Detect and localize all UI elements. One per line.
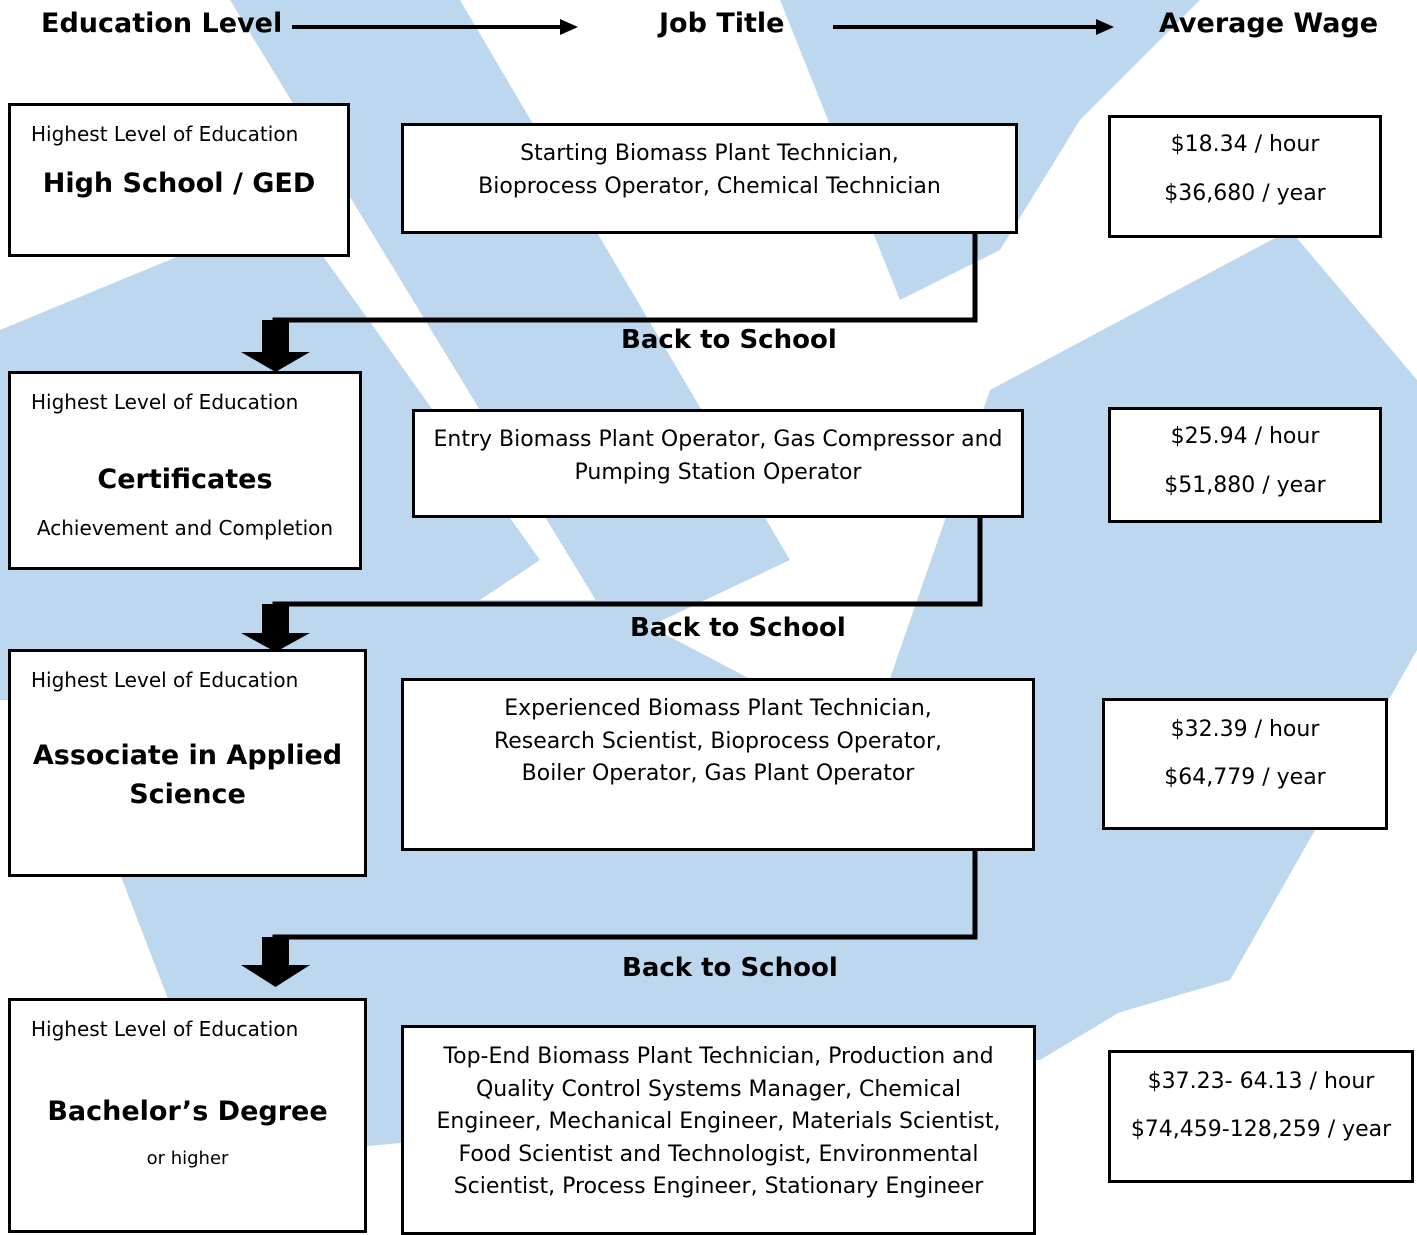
- back-to-school-label-2: Back to School: [630, 613, 846, 643]
- education-box-label: Highest Level of Education: [31, 390, 299, 414]
- education-level-title: Certificates: [97, 464, 273, 495]
- education-box-bachelors: Highest Level of Education Bachelor’s De…: [8, 998, 367, 1233]
- education-box-associate: Highest Level of Education Associate in …: [8, 649, 367, 877]
- job-titles: Starting Biomass Plant Technician, Biopr…: [478, 141, 941, 199]
- job-box-level-4: Top-End Biomass Plant Technician, Produc…: [401, 1025, 1036, 1235]
- header-job-title: Job Title: [659, 8, 785, 39]
- education-box-label: Highest Level of Education: [31, 668, 299, 692]
- header-arrow-1: [292, 19, 578, 35]
- education-box-label: Highest Level of Education: [31, 1017, 299, 1041]
- education-level-subtitle: Achievement and Completion: [36, 516, 334, 540]
- header-arrow-2: [833, 19, 1114, 35]
- education-level-title: Associate in Applied Science: [32, 740, 343, 810]
- wage-hourly: $32.39 / hour: [1170, 717, 1320, 742]
- wage-hourly: $18.34 / hour: [1170, 132, 1320, 157]
- wage-yearly: $36,680 / year: [1164, 181, 1326, 206]
- job-box-level-1: Starting Biomass Plant Technician, Biopr…: [401, 123, 1018, 234]
- wage-yearly: $74,459-128,259 / year: [1130, 1117, 1392, 1142]
- wage-yearly: $64,779 / year: [1164, 765, 1326, 790]
- education-box-label: Highest Level of Education: [31, 122, 299, 146]
- education-level-title: Bachelor’s Degree: [47, 1096, 328, 1127]
- wage-box-level-4: $37.23- 64.13 / hour $74,459-128,259 / y…: [1108, 1050, 1414, 1183]
- education-box-certificates: Highest Level of Education Certificates …: [8, 371, 362, 570]
- education-level-subtitle: or higher: [146, 1148, 229, 1169]
- job-titles: Top-End Biomass Plant Technician, Produc…: [436, 1044, 1001, 1199]
- education-box-high-school: Highest Level of Education High School /…: [8, 103, 350, 257]
- back-to-school-label-3: Back to School: [622, 953, 838, 983]
- job-box-level-3: Experienced Biomass Plant Technician, Re…: [401, 678, 1035, 851]
- back-to-school-label-1: Back to School: [621, 325, 837, 355]
- job-titles: Experienced Biomass Plant Technician, Re…: [493, 696, 943, 786]
- wage-box-level-1: $18.34 / hour $36,680 / year: [1108, 115, 1382, 238]
- education-level-title: High School / GED: [42, 168, 316, 199]
- job-box-level-2: Entry Biomass Plant Operator, Gas Compre…: [412, 409, 1024, 518]
- wage-hourly: $25.94 / hour: [1170, 424, 1320, 449]
- header-average-wage: Average Wage: [1159, 8, 1379, 39]
- job-titles: Entry Biomass Plant Operator, Gas Compre…: [433, 427, 1003, 485]
- wage-yearly: $51,880 / year: [1164, 473, 1326, 498]
- wage-hourly: $37.23- 64.13 / hour: [1147, 1069, 1375, 1094]
- wage-box-level-3: $32.39 / hour $64,779 / year: [1102, 698, 1388, 830]
- header-education-level: Education Level: [41, 8, 283, 39]
- wage-box-level-2: $25.94 / hour $51,880 / year: [1108, 407, 1382, 523]
